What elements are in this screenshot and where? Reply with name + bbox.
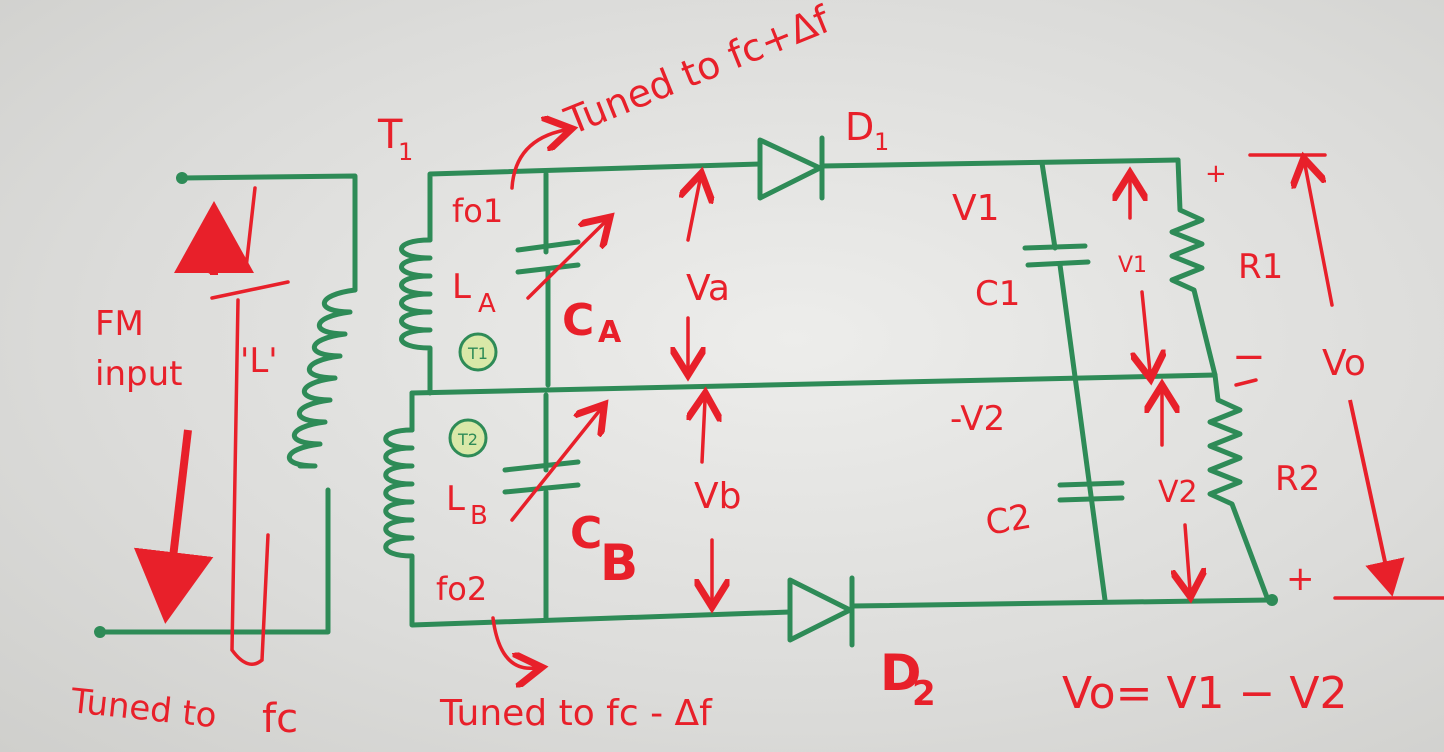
LB-label-sub: B — [470, 501, 488, 531]
polarity-plus-top: + — [1205, 159, 1227, 189]
LA-label: L — [452, 267, 471, 307]
primary-inductor-label: 'L' — [240, 341, 278, 381]
tuned-top-label: Tuned to fc+Δf — [558, 0, 837, 144]
resistor-R2 — [1207, 372, 1271, 603]
svg-text:T1: T1 — [467, 344, 488, 363]
secondary-top-wire — [427, 161, 763, 243]
polarity-minus-mid: − — [1232, 334, 1266, 380]
CA-variable-arrow — [526, 222, 605, 300]
fm-input-label-line1: FM — [95, 304, 144, 344]
tuned-bottom-label: Tuned to fc - Δf — [439, 693, 713, 734]
diode-D2 — [787, 575, 1273, 648]
CB-label: C — [570, 508, 602, 559]
transformer-label-sub: 1 — [398, 138, 413, 166]
LB-label: L — [446, 479, 465, 519]
fm-input-label-line2: input — [95, 354, 182, 394]
polarity-plus-bottom: + — [1286, 559, 1315, 599]
neg-V2-label: -V2 — [950, 399, 1005, 439]
C1-label: C1 — [975, 274, 1020, 314]
D1-label: D — [845, 105, 874, 149]
badge-T2: T2 — [448, 418, 488, 458]
primary-circuit — [94, 172, 358, 638]
fm-input-down-arrow — [133, 429, 214, 624]
Vo-down-arrow — [1348, 399, 1405, 597]
D2-label-sub: 2 — [912, 674, 936, 714]
output-node — [1266, 594, 1278, 606]
capacitor-C2-plates — [1057, 480, 1125, 503]
CA-label: C — [562, 295, 594, 346]
fo1-label: fo1 — [452, 192, 503, 230]
Va-label: Va — [686, 268, 730, 309]
Vo-up-arrow — [1305, 165, 1334, 307]
CB-variable-arrow — [510, 410, 600, 522]
tuned-to-fc-label: Tuned to — [68, 681, 219, 736]
resistor-R1 — [1169, 157, 1218, 378]
V1-node-label: V1 — [952, 188, 1000, 229]
v1-down-arrow — [1142, 290, 1150, 372]
transformer-label: T — [377, 112, 403, 158]
secondary-center-wire — [409, 372, 1218, 396]
capacitor-C1-leads — [1039, 160, 1108, 603]
output-equation: Vo= V1 − V2 — [1062, 668, 1347, 719]
primary-top-wire — [179, 173, 358, 293]
Vb-up-arrow — [702, 400, 705, 464]
v2-small-label: V2 — [1158, 475, 1198, 510]
coil-LB — [383, 427, 415, 578]
LA-label-sub: A — [478, 289, 496, 319]
capacitor-CA-plates — [515, 239, 581, 275]
primary-inductance-marker — [208, 186, 290, 300]
v1-small-label: V1 — [1118, 253, 1147, 278]
R1-label: R1 — [1238, 247, 1283, 287]
diode-D1 — [757, 135, 1181, 201]
v2-down-arrow — [1185, 523, 1190, 590]
capacitor-C1-plates — [1022, 243, 1091, 268]
primary-bottom-wire — [97, 487, 331, 635]
D1-label-sub: 1 — [874, 128, 889, 156]
svg-text:T2: T2 — [457, 430, 478, 449]
CB-label-sub: B — [600, 534, 638, 592]
CA-label-sub: A — [598, 315, 622, 350]
secondary-circuit — [383, 135, 1278, 648]
D2-label: D — [880, 644, 922, 702]
tuned-to-fc-symbol: fc — [262, 696, 298, 742]
badge-T1: T1 — [458, 332, 498, 372]
Vb-label: Vb — [694, 476, 741, 517]
C2-label: C2 — [983, 497, 1035, 544]
capacitor-CB-plates — [502, 459, 581, 495]
tuned-bottom-arrow — [491, 616, 535, 668]
secondary-bottom-wire — [409, 572, 793, 628]
R2-label: R2 — [1275, 459, 1320, 499]
fo2-label: fo2 — [436, 570, 487, 608]
coil-LA — [399, 237, 433, 396]
tuned-top-arrow — [510, 130, 565, 190]
primary-inductor-coil — [286, 287, 358, 469]
primary-bracket — [230, 298, 270, 666]
Va-up-arrow — [688, 180, 700, 242]
capacitor-CA-leads — [543, 171, 551, 388]
Vo-label: Vo — [1322, 343, 1366, 384]
